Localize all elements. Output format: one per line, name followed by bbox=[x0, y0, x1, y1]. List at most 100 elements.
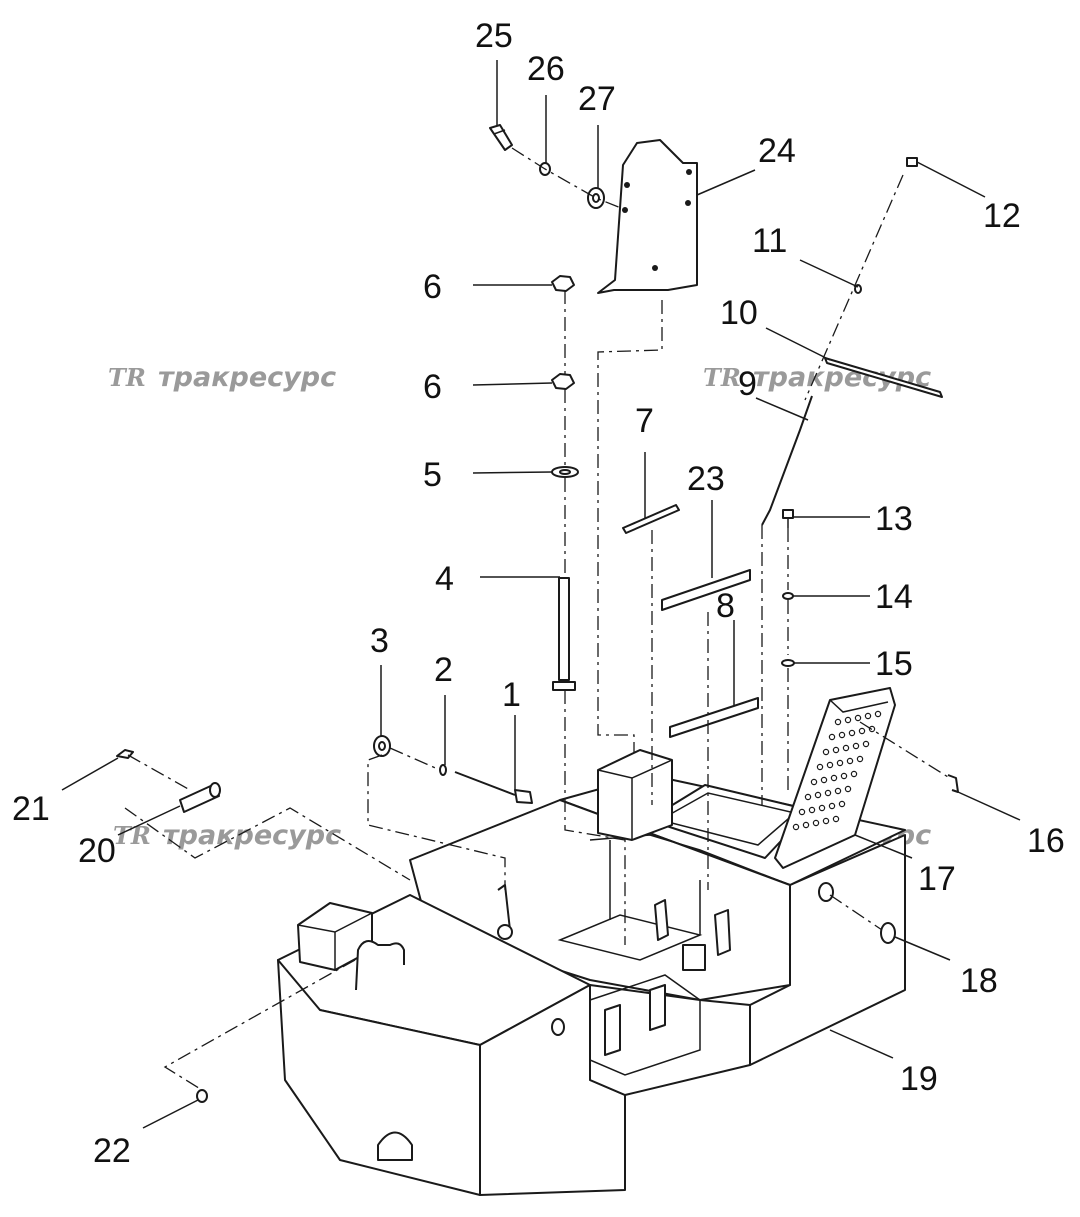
callout-9: 9 bbox=[738, 365, 757, 403]
clip-part-14 bbox=[782, 592, 794, 600]
nut-part-22 bbox=[196, 1089, 208, 1103]
perforation-hole bbox=[814, 791, 822, 799]
callout-23: 23 bbox=[687, 460, 725, 498]
perforation-hole bbox=[838, 731, 846, 739]
callout-20: 20 bbox=[78, 832, 116, 870]
perforation-hole bbox=[856, 755, 864, 763]
perforation-hole bbox=[810, 778, 818, 786]
perforation-hole bbox=[854, 714, 862, 722]
callout-22: 22 bbox=[93, 1132, 131, 1170]
perforation-hole bbox=[862, 740, 870, 748]
perforation-hole bbox=[838, 800, 846, 808]
perforated-plate bbox=[774, 687, 896, 869]
strip-part-10 bbox=[824, 357, 943, 398]
callout-16: 16 bbox=[1027, 822, 1065, 860]
perforation-hole bbox=[858, 727, 866, 735]
perforation-hole bbox=[802, 821, 810, 829]
watermark-logo: TR bbox=[113, 821, 151, 850]
perforation-hole bbox=[850, 770, 858, 778]
callout-labels: 25 26 27 24 12 11 6 10 6 9 5 7 23 13 4 1… bbox=[12, 17, 1065, 1170]
callout-2: 2 bbox=[434, 651, 453, 689]
perforation-hole bbox=[844, 716, 852, 724]
sleeve-part-20 bbox=[179, 782, 221, 813]
plate-part-8 bbox=[669, 697, 759, 738]
washer-part-3 bbox=[373, 735, 391, 757]
bolt-part-1 bbox=[454, 771, 533, 804]
perforation-hole bbox=[836, 759, 844, 767]
rod-part-9 bbox=[761, 395, 813, 526]
callout-27: 27 bbox=[578, 80, 616, 118]
nut-part-6-upper bbox=[551, 275, 575, 292]
perforation-hole bbox=[824, 789, 832, 797]
callout-19: 19 bbox=[900, 1060, 938, 1098]
perforation-hole bbox=[830, 774, 838, 782]
callout-8: 8 bbox=[716, 587, 735, 625]
callout-1: 1 bbox=[502, 676, 521, 714]
perforation-hole bbox=[804, 793, 812, 801]
callout-5: 5 bbox=[423, 456, 442, 494]
callout-15: 15 bbox=[875, 645, 913, 683]
washer-part-2 bbox=[439, 764, 447, 776]
watermark-top-left: TR тракресурс bbox=[108, 362, 336, 393]
perforation-hole bbox=[864, 712, 872, 720]
callout-4: 4 bbox=[435, 560, 454, 598]
sleeve-part-18 bbox=[880, 922, 896, 944]
perforation-hole bbox=[798, 808, 806, 816]
callout-24: 24 bbox=[758, 132, 796, 170]
watermark-text: тракресурс bbox=[158, 362, 336, 393]
washer-part-27 bbox=[587, 187, 605, 209]
perforation-hole bbox=[816, 763, 824, 771]
callout-6-upper: 6 bbox=[423, 268, 442, 306]
watermark-logo: TR bbox=[108, 363, 146, 392]
cap-part-12 bbox=[906, 157, 918, 167]
perforation-hole bbox=[846, 757, 854, 765]
nut-part-6-lower bbox=[551, 373, 575, 390]
callout-7: 7 bbox=[635, 402, 654, 440]
perforation-hole bbox=[812, 819, 820, 827]
callout-12: 12 bbox=[983, 197, 1021, 235]
callout-13: 13 bbox=[875, 500, 913, 538]
perforation-hole bbox=[808, 806, 816, 814]
perforation-hole bbox=[832, 815, 840, 823]
watermark-logo: TR bbox=[703, 363, 741, 392]
leader-lines bbox=[61, 60, 1021, 1129]
perforation-hole bbox=[792, 823, 800, 831]
callout-14: 14 bbox=[875, 578, 913, 616]
perforation-hole bbox=[844, 785, 852, 793]
box-on-deck bbox=[597, 749, 673, 841]
plate-part-23 bbox=[661, 569, 751, 611]
perforation-hole bbox=[828, 733, 836, 741]
perforation-hole bbox=[834, 718, 842, 726]
perforation-hole bbox=[842, 744, 850, 752]
callout-17: 17 bbox=[918, 860, 956, 898]
perforation-hole bbox=[832, 746, 840, 754]
pin-part-16 bbox=[947, 774, 959, 793]
assembly-lines bbox=[124, 147, 949, 1091]
perforation-hole bbox=[822, 817, 830, 825]
callout-10: 10 bbox=[720, 294, 758, 332]
bolt-part-13 bbox=[782, 509, 794, 528]
washer-part-5 bbox=[551, 466, 579, 478]
perforation-hole bbox=[848, 729, 856, 737]
watermark-text: тракресурс bbox=[163, 820, 341, 851]
bracket-part-24 bbox=[597, 139, 698, 294]
watermark-bottom-left: TR тракресурс bbox=[113, 820, 341, 851]
washer-part-15 bbox=[781, 659, 795, 667]
callout-6-lower: 6 bbox=[423, 368, 442, 406]
perforation-hole bbox=[852, 742, 860, 750]
callout-11: 11 bbox=[752, 222, 787, 260]
perforation-hole bbox=[818, 804, 826, 812]
perforation-hole bbox=[840, 772, 848, 780]
perforation-hole bbox=[834, 787, 842, 795]
perforation-hole bbox=[874, 710, 882, 718]
rod-part-4 bbox=[552, 577, 576, 691]
callout-25: 25 bbox=[475, 17, 513, 55]
callout-18: 18 bbox=[960, 962, 998, 1000]
callout-3: 3 bbox=[370, 622, 389, 660]
plate-part-7 bbox=[622, 504, 680, 534]
perforation-hole bbox=[822, 748, 830, 756]
front-box-and-handle bbox=[297, 902, 405, 991]
perforation-hole bbox=[828, 802, 836, 810]
perforation-hole bbox=[826, 761, 834, 769]
